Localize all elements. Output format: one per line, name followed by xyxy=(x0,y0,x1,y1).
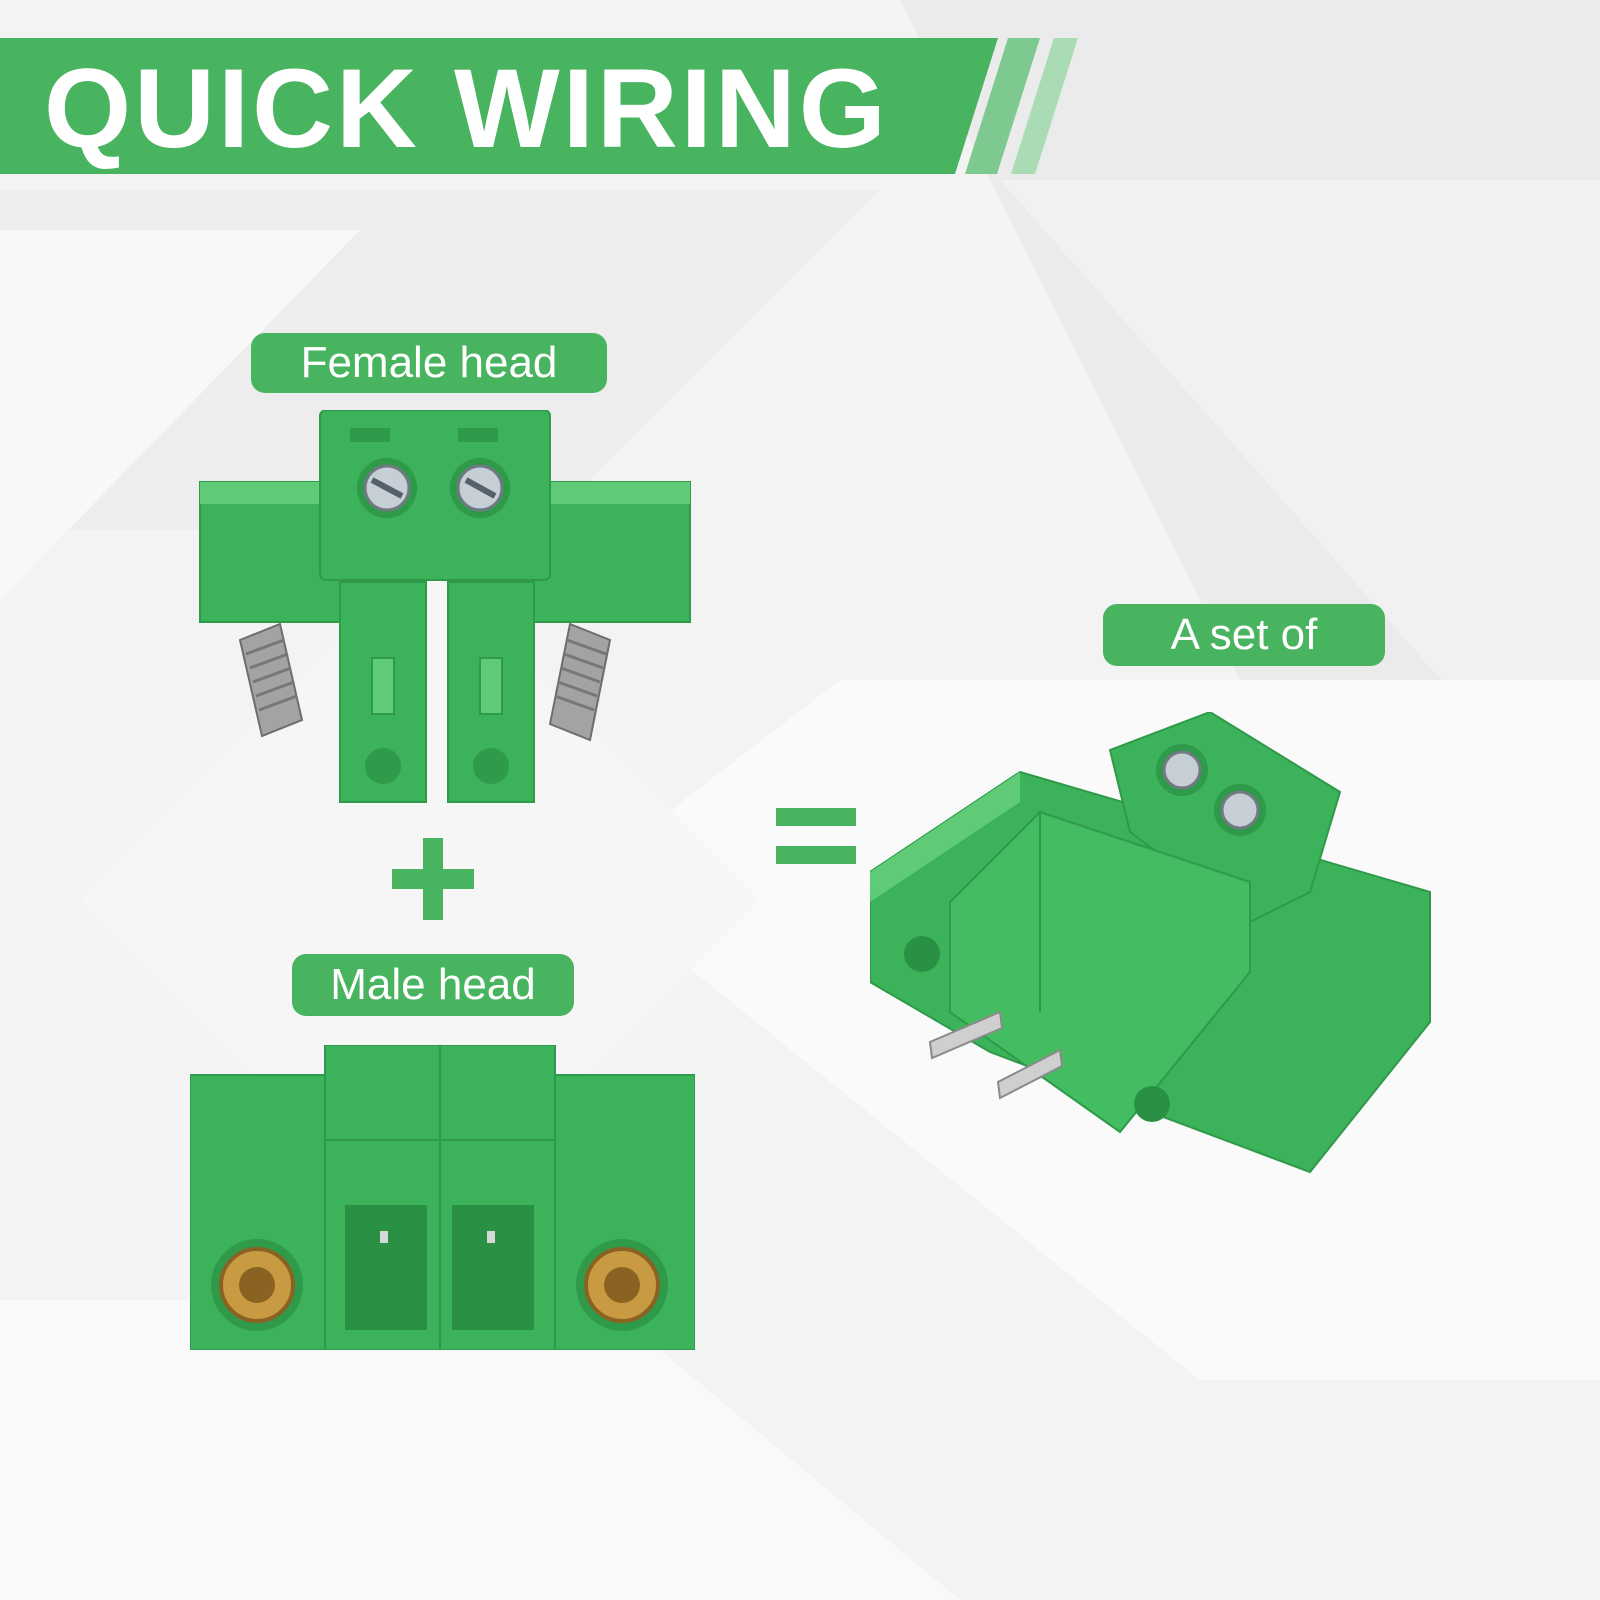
banner-stripe xyxy=(965,38,1040,174)
male-head-label: Male head xyxy=(292,954,574,1016)
banner-stripe-light xyxy=(1011,38,1078,174)
male-head-connector-image xyxy=(190,1045,695,1350)
screw-left xyxy=(238,622,304,738)
page-title: QUICK WIRING xyxy=(44,46,889,171)
female-head-connector-image xyxy=(199,410,691,803)
set-label: A set of xyxy=(1103,604,1385,666)
female-head-label: Female head xyxy=(251,333,607,393)
assembled-connector-set-image xyxy=(870,712,1431,1174)
title-banner xyxy=(0,38,1078,174)
equals-icon xyxy=(776,808,856,864)
screw-right xyxy=(548,622,612,742)
banner-bar xyxy=(0,38,998,174)
plus-icon xyxy=(392,838,474,920)
